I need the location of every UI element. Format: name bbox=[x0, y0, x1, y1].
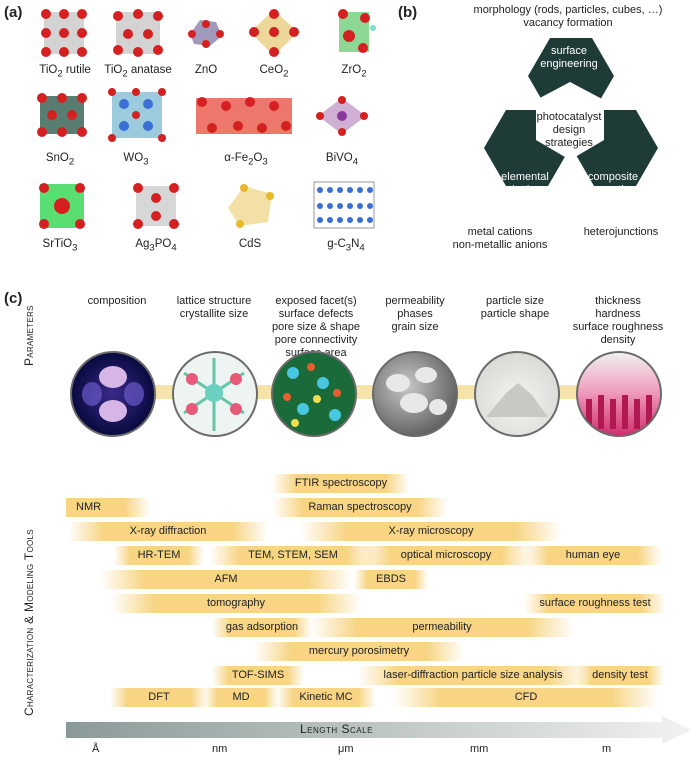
param-pore-connectivity: pore connectivity bbox=[274, 334, 358, 346]
hex-center-line3: strategies bbox=[545, 137, 593, 149]
tool-cfd: CFD bbox=[394, 688, 658, 707]
param-hardness: hardness bbox=[595, 308, 641, 320]
param-permeability: permeability bbox=[385, 295, 445, 307]
hex-center-line1: photocatalyst bbox=[536, 111, 602, 123]
tio2-rutile-structure-image bbox=[41, 9, 87, 57]
material-zno: ZnO bbox=[194, 64, 218, 76]
g-c3n4-structure-image bbox=[313, 181, 375, 229]
material-sno2: SnO2 bbox=[45, 152, 75, 168]
cds-structure-image bbox=[228, 184, 274, 228]
material-cds: CdS bbox=[238, 238, 262, 250]
material-fe2o3: α-Fe2O3 bbox=[224, 152, 268, 168]
metal-cations-note: metal cations bbox=[467, 226, 533, 238]
param-phases: phases bbox=[397, 308, 433, 320]
tick-angstrom: Å bbox=[92, 743, 100, 755]
tool-density-test: density test bbox=[576, 666, 664, 685]
tool-kinetic-mc: Kinetic MC bbox=[276, 688, 376, 707]
powder-illustration bbox=[474, 351, 560, 437]
hex-center-line2: design bbox=[552, 124, 586, 136]
hex-engineering-text: engineering bbox=[540, 58, 598, 70]
ceo2-structure-image bbox=[249, 9, 299, 57]
hex-elemental-text: elemental bbox=[501, 171, 549, 183]
tool-x-ray-microscopy: X-ray microscopy bbox=[300, 522, 562, 541]
surface-illustration bbox=[576, 351, 662, 437]
tio2-anatase-structure-image bbox=[113, 9, 163, 57]
hex-composite-text: composite bbox=[587, 171, 639, 183]
non-metallic-anions-note: non-metallic anions bbox=[452, 239, 548, 251]
fe2o3-structure-image bbox=[196, 97, 292, 134]
facet-illustration bbox=[271, 351, 357, 437]
lattice-illustration bbox=[172, 351, 258, 437]
param-particle-size: particle size bbox=[485, 295, 545, 307]
tool-dft: DFT bbox=[110, 688, 208, 707]
heterojunctions-note: heterojunctions bbox=[583, 226, 659, 238]
tool-tof-sims: TOF-SIMS bbox=[212, 666, 304, 685]
vacancy-note: vacancy formation bbox=[523, 17, 613, 29]
material-srtio3: SrTiO3 bbox=[42, 238, 78, 254]
material-ag3po4: Ag3PO4 bbox=[135, 238, 177, 254]
material-bivo4: BiVO4 bbox=[325, 152, 359, 168]
tool-md: MD bbox=[204, 688, 278, 707]
hex-formation-text: formation bbox=[590, 184, 636, 196]
tool-surface-roughness-test: surface roughness test bbox=[524, 594, 666, 613]
morphology-note: morphology (rods, particles, cubes, …) bbox=[473, 4, 663, 16]
param-exposed-facets: exposed facet(s) bbox=[275, 295, 357, 307]
material-zro2: ZrO2 bbox=[341, 64, 367, 80]
param-pore-size-shape: pore size & shape bbox=[271, 321, 361, 333]
sno2-structure-image bbox=[37, 93, 87, 137]
tool-ftir-spectroscopy: FTIR spectroscopy bbox=[272, 474, 410, 493]
wo3-structure-image bbox=[108, 88, 166, 142]
bivo4-structure-image bbox=[316, 96, 368, 136]
param-grain-size: grain size bbox=[391, 321, 439, 333]
tool-ebds: EBDS bbox=[354, 570, 428, 589]
hex-surface-text: surface bbox=[550, 45, 588, 57]
tool-tem-stem-sem: TEM, STEM, SEM bbox=[210, 546, 376, 565]
tool-human-eye: human eye bbox=[524, 546, 662, 565]
param-particle-shape: particle shape bbox=[480, 308, 550, 320]
tool-nmr: NMR bbox=[66, 498, 150, 517]
tool-mercury-porosimetry: mercury porosimetry bbox=[254, 642, 464, 661]
panel-c-label: (c) bbox=[4, 290, 23, 307]
orbital-illustration bbox=[70, 351, 156, 437]
material-wo3: WO3 bbox=[123, 152, 149, 168]
hex-doping-text: doping bbox=[508, 184, 542, 196]
tool-tomography: tomography bbox=[110, 594, 362, 613]
tool-optical-microscopy: optical microscopy bbox=[360, 546, 532, 565]
zro2-structure-image bbox=[338, 9, 376, 53]
tick-nm: nm bbox=[212, 743, 228, 755]
material-ceo2: CeO2 bbox=[259, 64, 289, 80]
param-lattice-structure: lattice structure bbox=[176, 295, 252, 307]
ag3po4-structure-image bbox=[133, 183, 179, 229]
panel-b-label: (b) bbox=[398, 4, 418, 21]
tick-m: m bbox=[602, 743, 612, 755]
length-scale-arrow bbox=[66, 716, 692, 744]
tool-laser-diffraction: laser-diffraction particle size analysis bbox=[358, 666, 588, 685]
tick-um: μm bbox=[338, 743, 354, 755]
tool-x-ray-diffraction: X-ray diffraction bbox=[68, 522, 268, 541]
tool-hr-tem: HR-TEM bbox=[114, 546, 204, 565]
tool-raman-spectroscopy: Raman spectroscopy bbox=[272, 498, 448, 517]
param-surface-roughness: surface roughness bbox=[572, 321, 664, 333]
material-tio2-rutile: TiO2 rutile bbox=[39, 64, 91, 80]
parameters-axis-label: Parameters bbox=[22, 305, 36, 366]
param-surface-defects: surface defects bbox=[278, 308, 354, 320]
tool-gas-adsorption: gas adsorption bbox=[212, 618, 312, 637]
param-crystallite-size: crystallite size bbox=[179, 308, 249, 320]
length-scale-title: Length Scale bbox=[300, 722, 373, 736]
material-g-c3n4: g-C3N4 bbox=[327, 238, 365, 254]
param-thickness: thickness bbox=[595, 295, 641, 307]
param-composition: composition bbox=[87, 295, 147, 307]
tick-mm: mm bbox=[470, 743, 489, 755]
material-tio2-anatase: TiO2 anatase bbox=[104, 64, 172, 80]
grain-illustration bbox=[372, 351, 458, 437]
tool-permeability: permeability bbox=[310, 618, 574, 637]
srtio3-structure-image bbox=[39, 183, 85, 229]
panel-a-label: (a) bbox=[4, 4, 23, 21]
design-strategies-hexagons bbox=[484, 38, 658, 186]
tools-axis-label: Characterization & Modeling Tools bbox=[22, 529, 36, 716]
tool-afm: AFM bbox=[100, 570, 352, 589]
zno-structure-image bbox=[188, 20, 224, 48]
param-density: density bbox=[600, 334, 636, 346]
